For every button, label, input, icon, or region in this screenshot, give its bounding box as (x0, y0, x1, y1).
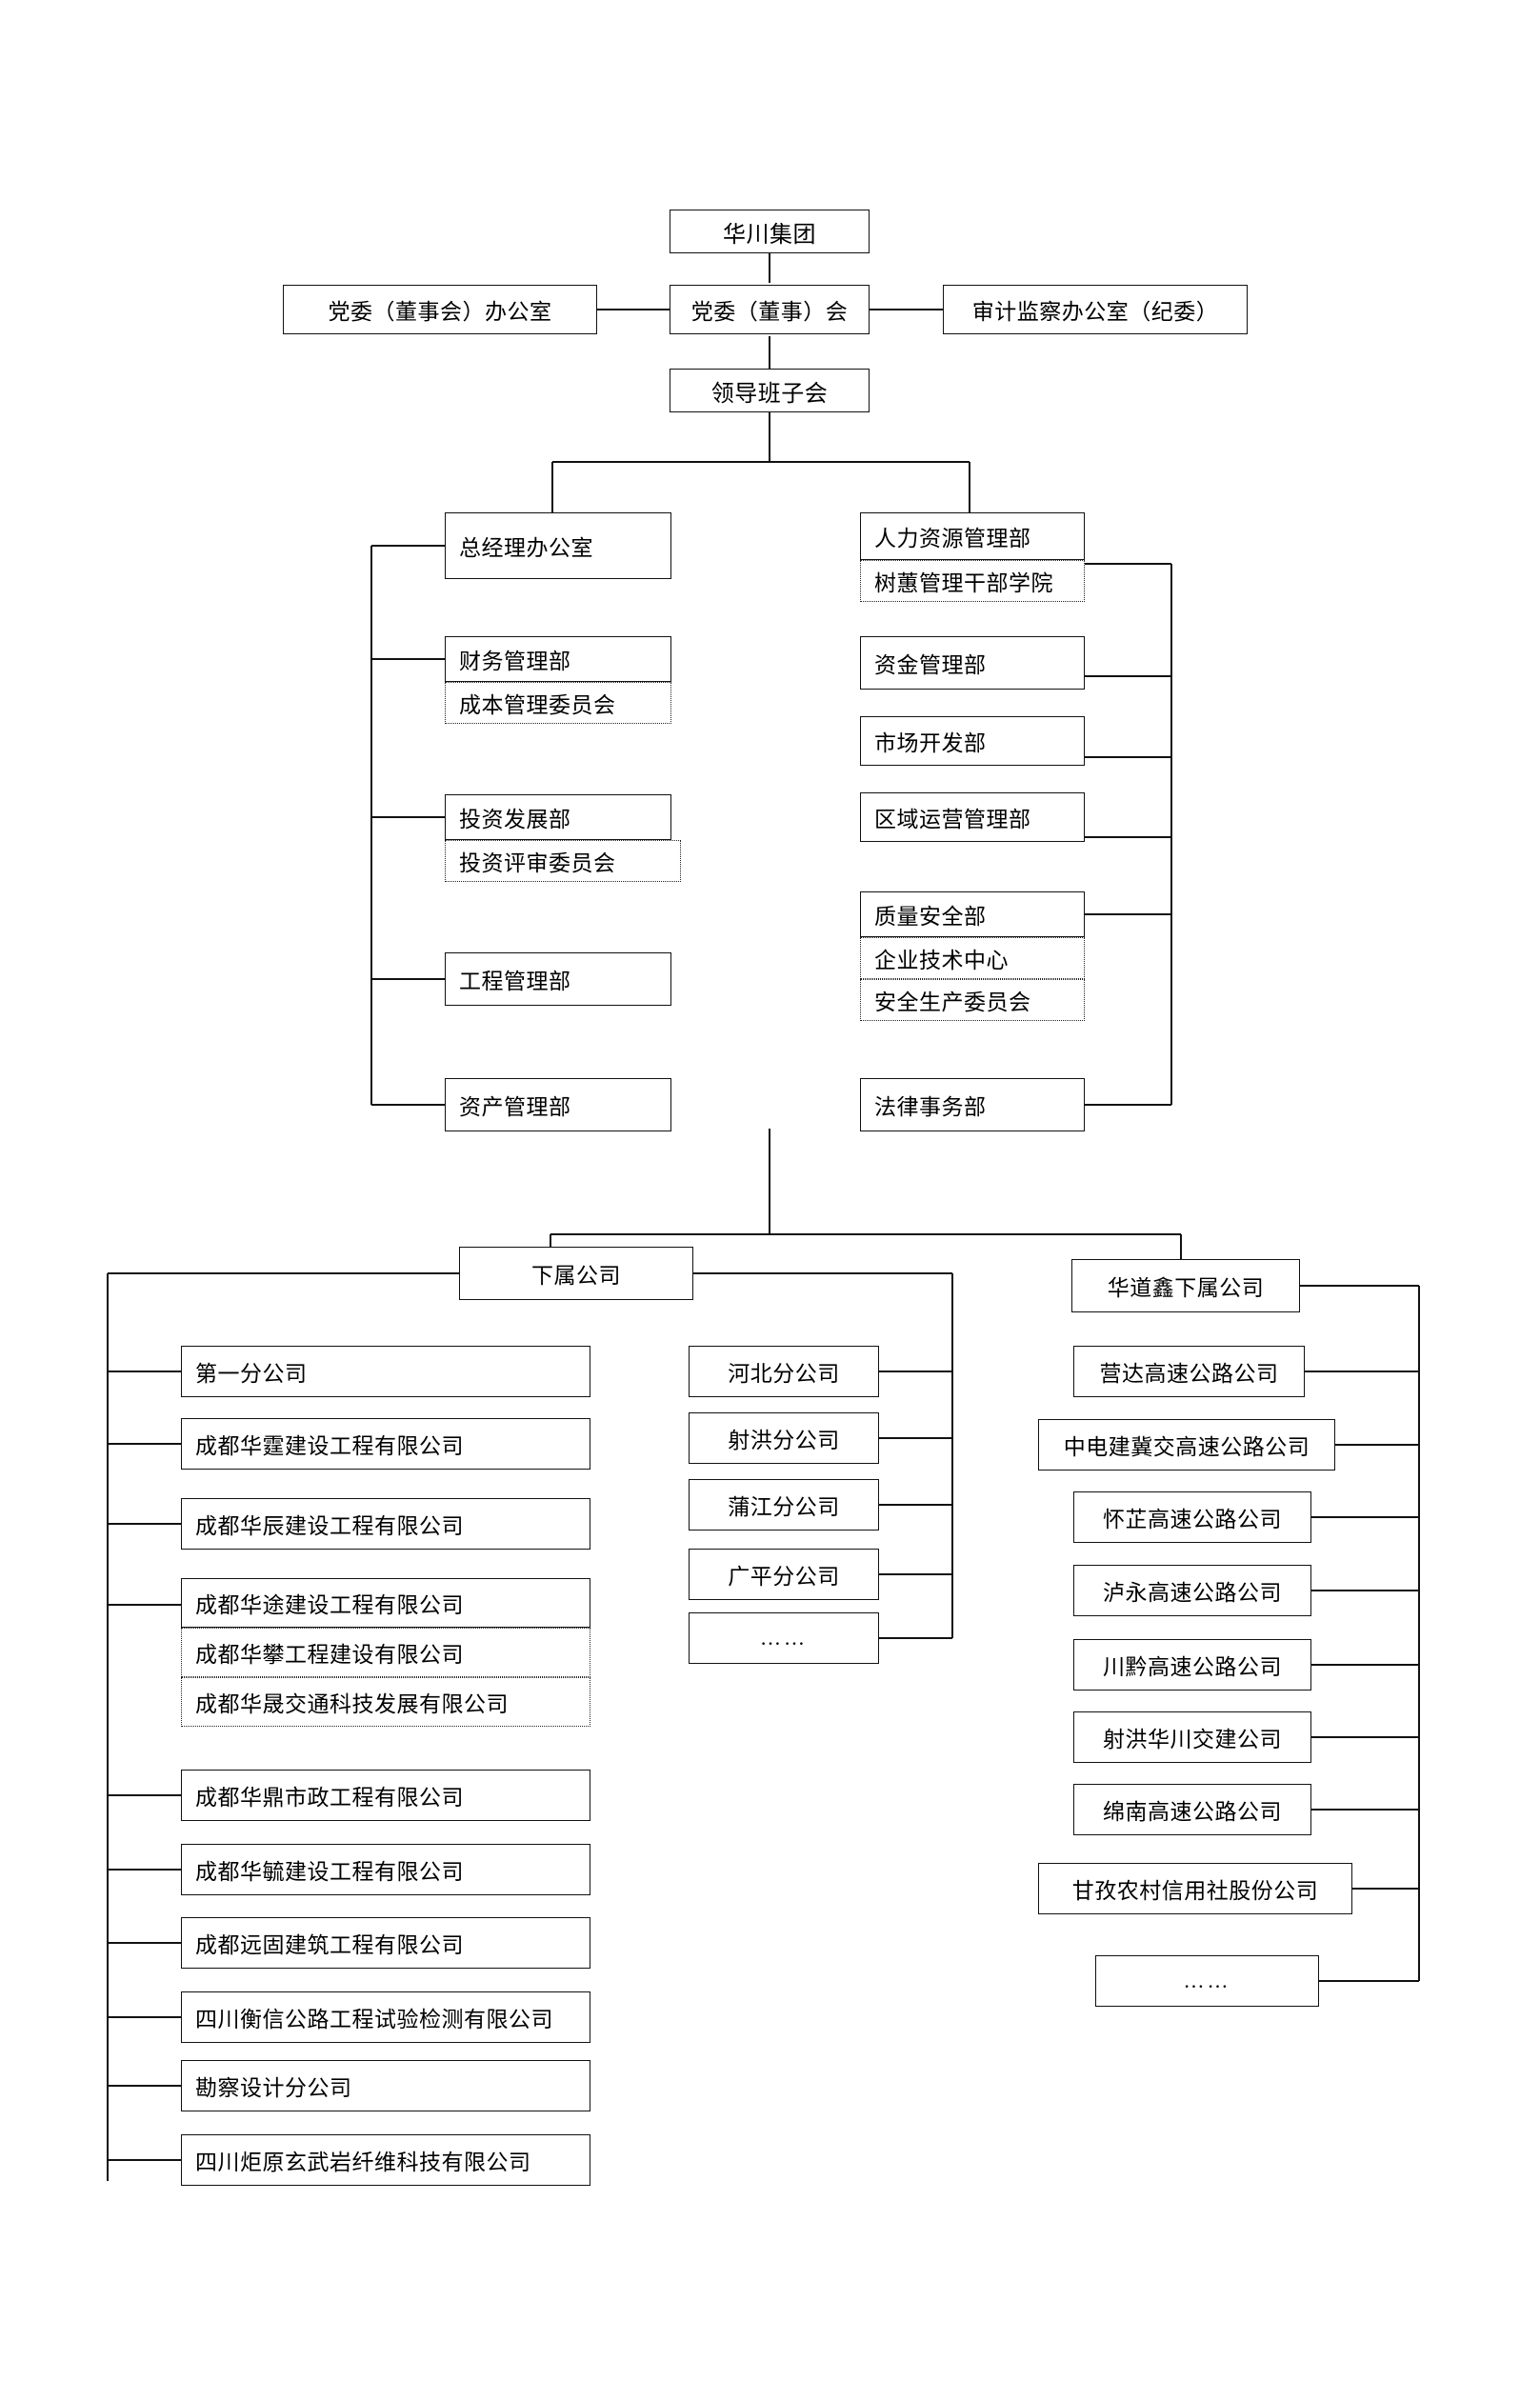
node-label: 工程管理部 (459, 970, 571, 993)
subsidiary-left-item-7[interactable]: 成都华鼎市政工程有限公司 (181, 1770, 590, 1821)
node-label: …… (760, 1626, 808, 1650)
dept-human-resources[interactable]: 人力资源管理部 (860, 512, 1085, 560)
branch-middle-item-1[interactable]: 河北分公司 (689, 1346, 879, 1397)
node-party-office[interactable]: 党委（董事会）办公室 (283, 285, 597, 334)
subsidiary-left-item-4[interactable]: 成都华途建设工程有限公司 (181, 1578, 590, 1628)
node-label: 射洪华川交建公司 (1103, 1728, 1282, 1751)
subsidiary-left-item-6[interactable]: 成都华晟交通科技发展有限公司 (181, 1677, 590, 1727)
node-label: 营达高速公路公司 (1099, 1362, 1279, 1386)
node-label: 安全生产委员会 (874, 990, 1031, 1014)
subsidiary-left-item-3[interactable]: 成都华辰建设工程有限公司 (181, 1498, 590, 1550)
node-label: 四川衡信公路工程试验检测有限公司 (195, 2008, 553, 2031)
subsidiary-right-item-4[interactable]: 泸永高速公路公司 (1073, 1565, 1311, 1616)
dept-engineering-management[interactable]: 工程管理部 (445, 952, 671, 1006)
dept-quality-safety[interactable]: 质量安全部 (860, 891, 1085, 937)
node-party-committee[interactable]: 党委（董事）会 (670, 285, 870, 334)
node-label: 区域运营管理部 (874, 808, 1031, 831)
node-label: 第一分公司 (195, 1362, 308, 1386)
subsidiary-left-item-10[interactable]: 四川衡信公路工程试验检测有限公司 (181, 1991, 590, 2043)
node-label: 成都华霆建设工程有限公司 (195, 1434, 464, 1458)
node-label: 成都华攀工程建设有限公司 (195, 1643, 464, 1667)
subsidiary-right-item-6[interactable]: 射洪华川交建公司 (1073, 1711, 1311, 1763)
node-label: 河北分公司 (728, 1362, 840, 1386)
node-label: 企业技术中心 (874, 949, 1009, 972)
node-label: 成都远固建筑工程有限公司 (195, 1933, 464, 1957)
node-label: 总经理办公室 (459, 536, 593, 560)
node-label: 法律事务部 (874, 1095, 987, 1119)
node-label: 人力资源管理部 (874, 527, 1031, 550)
subsidiary-right-item-3[interactable]: 怀芷高速公路公司 (1073, 1491, 1311, 1543)
node-label: 华道鑫下属公司 (1107, 1276, 1265, 1300)
node-label: 党委（董事会）办公室 (328, 300, 552, 324)
node-label: 华川集团 (723, 222, 816, 248)
node-label: 成都华途建设工程有限公司 (195, 1593, 464, 1617)
subsidiary-right-item-1[interactable]: 营达高速公路公司 (1073, 1346, 1305, 1397)
node-label: 怀芷高速公路公司 (1103, 1508, 1282, 1531)
subsidiary-left-item-5[interactable]: 成都华攀工程建设有限公司 (181, 1628, 590, 1677)
subsidiary-left-item-11[interactable]: 勘察设计分公司 (181, 2060, 590, 2111)
branch-middle-item-2[interactable]: 射洪分公司 (689, 1412, 879, 1464)
subsidiary-right-item-7[interactable]: 绵南高速公路公司 (1073, 1784, 1311, 1835)
node-label: 树蕙管理干部学院 (874, 571, 1053, 595)
node-label: 资产管理部 (459, 1095, 571, 1119)
dept-cost-management-committee[interactable]: 成本管理委员会 (445, 682, 671, 724)
subsidiary-left-item-8[interactable]: 成都华毓建设工程有限公司 (181, 1844, 590, 1895)
dept-fund-management[interactable]: 资金管理部 (860, 636, 1085, 690)
dept-asset-management[interactable]: 资产管理部 (445, 1078, 671, 1131)
node-leadership-meeting[interactable]: 领导班子会 (670, 369, 870, 412)
subsidiary-right-item-ellipsis[interactable]: …… (1095, 1955, 1319, 2007)
node-label: 财务管理部 (459, 650, 571, 673)
subsidiary-header-right[interactable]: 华道鑫下属公司 (1071, 1259, 1300, 1312)
node-label: 下属公司 (531, 1264, 621, 1288)
node-label: 成都华辰建设工程有限公司 (195, 1514, 464, 1538)
subsidiary-left-item-12[interactable]: 四川炬原玄武岩纤维科技有限公司 (181, 2134, 590, 2186)
node-label: 成本管理委员会 (459, 693, 616, 717)
node-label: 投资发展部 (459, 808, 571, 831)
node-label: 市场开发部 (874, 731, 987, 755)
node-label: 审计监察办公室（纪委） (971, 300, 1219, 324)
node-label: 中电建冀交高速公路公司 (1063, 1435, 1310, 1459)
node-label: 党委（董事）会 (690, 300, 849, 324)
dept-production-safety-committee[interactable]: 安全生产委员会 (860, 979, 1085, 1021)
subsidiary-right-item-8[interactable]: 甘孜农村信用社股份公司 (1038, 1863, 1352, 1914)
dept-investment-development[interactable]: 投资发展部 (445, 794, 671, 840)
dept-investment-review-committee[interactable]: 投资评审委员会 (445, 840, 681, 882)
branch-middle-item-ellipsis[interactable]: …… (689, 1612, 879, 1664)
subsidiary-header-left[interactable]: 下属公司 (459, 1247, 693, 1300)
subsidiary-right-item-5[interactable]: 川黔高速公路公司 (1073, 1639, 1311, 1691)
branch-middle-item-4[interactable]: 广平分公司 (689, 1549, 879, 1600)
node-label: 绵南高速公路公司 (1103, 1800, 1282, 1824)
node-label: 成都华毓建设工程有限公司 (195, 1860, 464, 1884)
dept-shuhui-cadre-college[interactable]: 树蕙管理干部学院 (860, 560, 1085, 602)
subsidiary-left-item-9[interactable]: 成都远固建筑工程有限公司 (181, 1917, 590, 1969)
node-label: 甘孜农村信用社股份公司 (1071, 1879, 1319, 1903)
node-label: 质量安全部 (874, 905, 987, 929)
node-label: 广平分公司 (728, 1565, 840, 1589)
subsidiary-left-item-1[interactable]: 第一分公司 (181, 1346, 590, 1397)
subsidiary-left-item-2[interactable]: 成都华霆建设工程有限公司 (181, 1418, 590, 1470)
dept-general-manager-office[interactable]: 总经理办公室 (445, 512, 671, 579)
node-audit-office[interactable]: 审计监察办公室（纪委） (943, 285, 1248, 334)
node-label: 勘察设计分公司 (195, 2076, 352, 2100)
node-label: 川黔高速公路公司 (1103, 1655, 1282, 1679)
branch-middle-item-3[interactable]: 蒲江分公司 (689, 1479, 879, 1531)
node-label: 蒲江分公司 (728, 1495, 840, 1519)
node-label: 投资评审委员会 (459, 851, 616, 875)
node-label: …… (1183, 1969, 1231, 1992)
node-label: 领导班子会 (710, 381, 829, 407)
dept-regional-operations[interactable]: 区域运营管理部 (860, 792, 1085, 842)
node-label: 泸永高速公路公司 (1103, 1581, 1282, 1605)
node-label: 成都华鼎市政工程有限公司 (195, 1786, 464, 1810)
node-label: 射洪分公司 (728, 1429, 840, 1452)
node-label: 资金管理部 (874, 653, 987, 677)
node-label: 成都华晟交通科技发展有限公司 (195, 1692, 509, 1716)
dept-enterprise-tech-center[interactable]: 企业技术中心 (860, 937, 1085, 979)
node-group-root[interactable]: 华川集团 (670, 210, 870, 253)
subsidiary-right-item-2[interactable]: 中电建冀交高速公路公司 (1038, 1419, 1335, 1471)
dept-legal-affairs[interactable]: 法律事务部 (860, 1078, 1085, 1131)
node-label: 四川炬原玄武岩纤维科技有限公司 (195, 2151, 531, 2174)
dept-finance-management[interactable]: 财务管理部 (445, 636, 671, 682)
dept-market-development[interactable]: 市场开发部 (860, 716, 1085, 766)
